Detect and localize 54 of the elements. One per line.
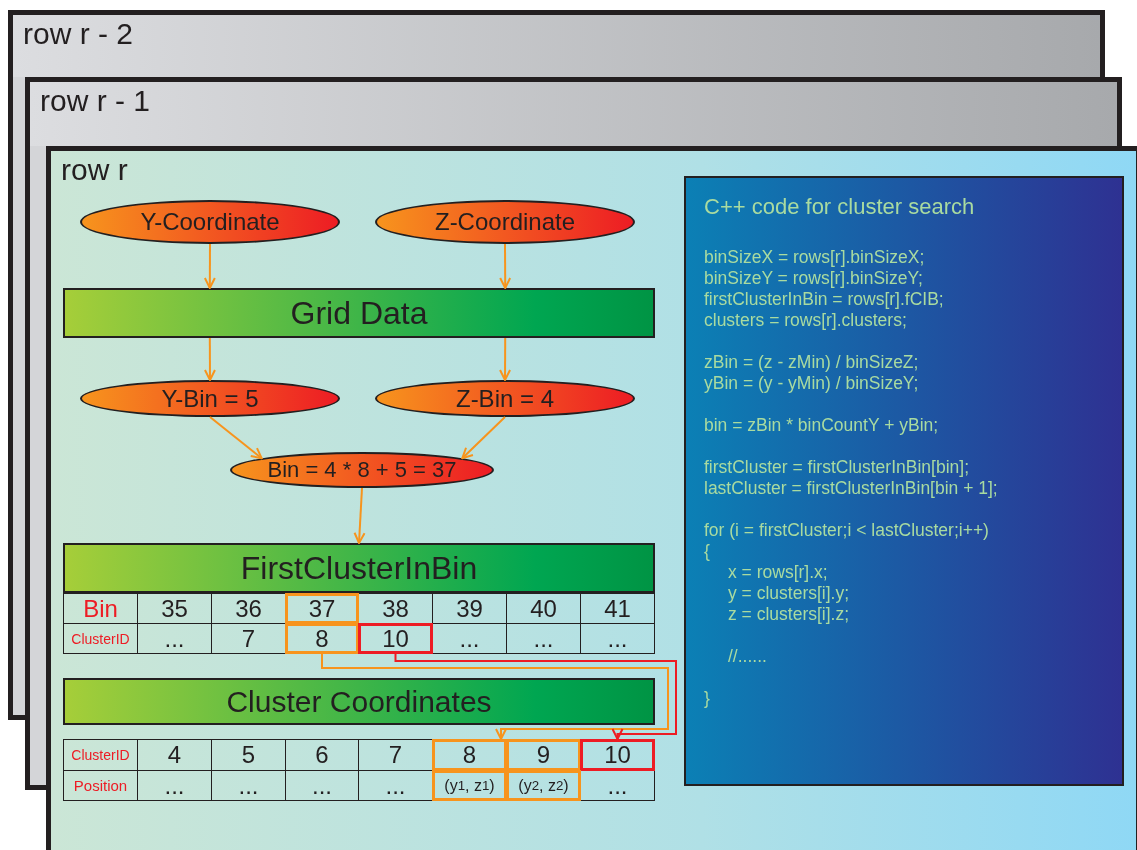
panel-title: row r - 2	[23, 17, 133, 51]
code-line: {	[704, 541, 710, 562]
row-header-cell: Bin	[63, 593, 138, 624]
layer-panel	[25, 77, 1122, 146]
code-line: binSizeX = rows[r].binSizeX;	[704, 247, 925, 268]
code-line: y = clusters[i].y;	[727, 583, 850, 604]
oval-node: Z-Coordinate	[375, 200, 635, 244]
arrow	[209, 416, 263, 460]
code-line: zBin = (z - zMin) / binSizeZ;	[704, 352, 919, 373]
code-line: clusters = rows[r].clusters;	[704, 310, 907, 331]
code-panel	[684, 176, 1124, 786]
table-cell: 41	[580, 593, 655, 624]
table-cell: 8	[285, 623, 359, 654]
table-cell: 10	[580, 739, 655, 771]
arrow	[499, 337, 512, 381]
code-line: bin = zBin * binCountY + yBin;	[704, 415, 939, 436]
oval-node: Y-Bin = 5	[80, 380, 340, 417]
arrow	[321, 653, 669, 740]
code-line: firstCluster = firstClusterInBin[bin];	[704, 457, 969, 478]
panel-title: row r - 1	[40, 84, 150, 118]
table-header-bar: FirstClusterInBin	[63, 543, 655, 593]
arrow	[203, 243, 216, 289]
arrow	[394, 653, 677, 740]
table-cell: ...	[580, 623, 655, 654]
code-line: }	[704, 688, 710, 709]
arrow	[353, 487, 366, 544]
panel-title: row r	[61, 153, 128, 187]
code-line: binSizeY = rows[r].binSizeY;	[704, 268, 923, 289]
layer-panel	[8, 10, 1105, 77]
oval-node: Y-Coordinate	[80, 200, 340, 244]
code-line: z = clusters[i].z;	[727, 604, 850, 625]
row-header-cell: Position	[63, 770, 138, 801]
arrow	[499, 243, 512, 289]
code-line: firstClusterInBin = rows[r].fCIB;	[704, 289, 944, 310]
table-cell: 8	[432, 739, 507, 771]
table-cell: ...	[580, 770, 655, 801]
table-cell: 9	[506, 739, 581, 771]
code-line: //......	[727, 646, 767, 667]
code-line: for (i = firstCluster;i < lastCluster;i++)	[704, 520, 989, 541]
layer-panel	[46, 146, 1137, 850]
table-header-bar: Cluster Coordinates	[63, 678, 655, 725]
code-line: yBin = (y - yMin) / binSizeY;	[704, 373, 919, 394]
table-header-bar: Grid Data	[63, 288, 655, 338]
row-header-cell: ClusterID	[63, 739, 138, 771]
table-cell: 37	[285, 593, 359, 624]
table-cell: 10	[358, 623, 433, 654]
code-heading: C++ code for cluster search	[704, 196, 975, 217]
code-line: lastCluster = firstClusterInBin[bin + 1];	[704, 478, 998, 499]
arrow	[203, 337, 216, 381]
code-line: x = rows[r].x;	[727, 562, 828, 583]
row-header-cell: ClusterID	[63, 623, 138, 654]
oval-node: Bin = 4 * 8 + 5 = 37	[230, 452, 494, 488]
arrow	[461, 416, 506, 460]
oval-node: Z-Bin = 4	[375, 380, 635, 417]
